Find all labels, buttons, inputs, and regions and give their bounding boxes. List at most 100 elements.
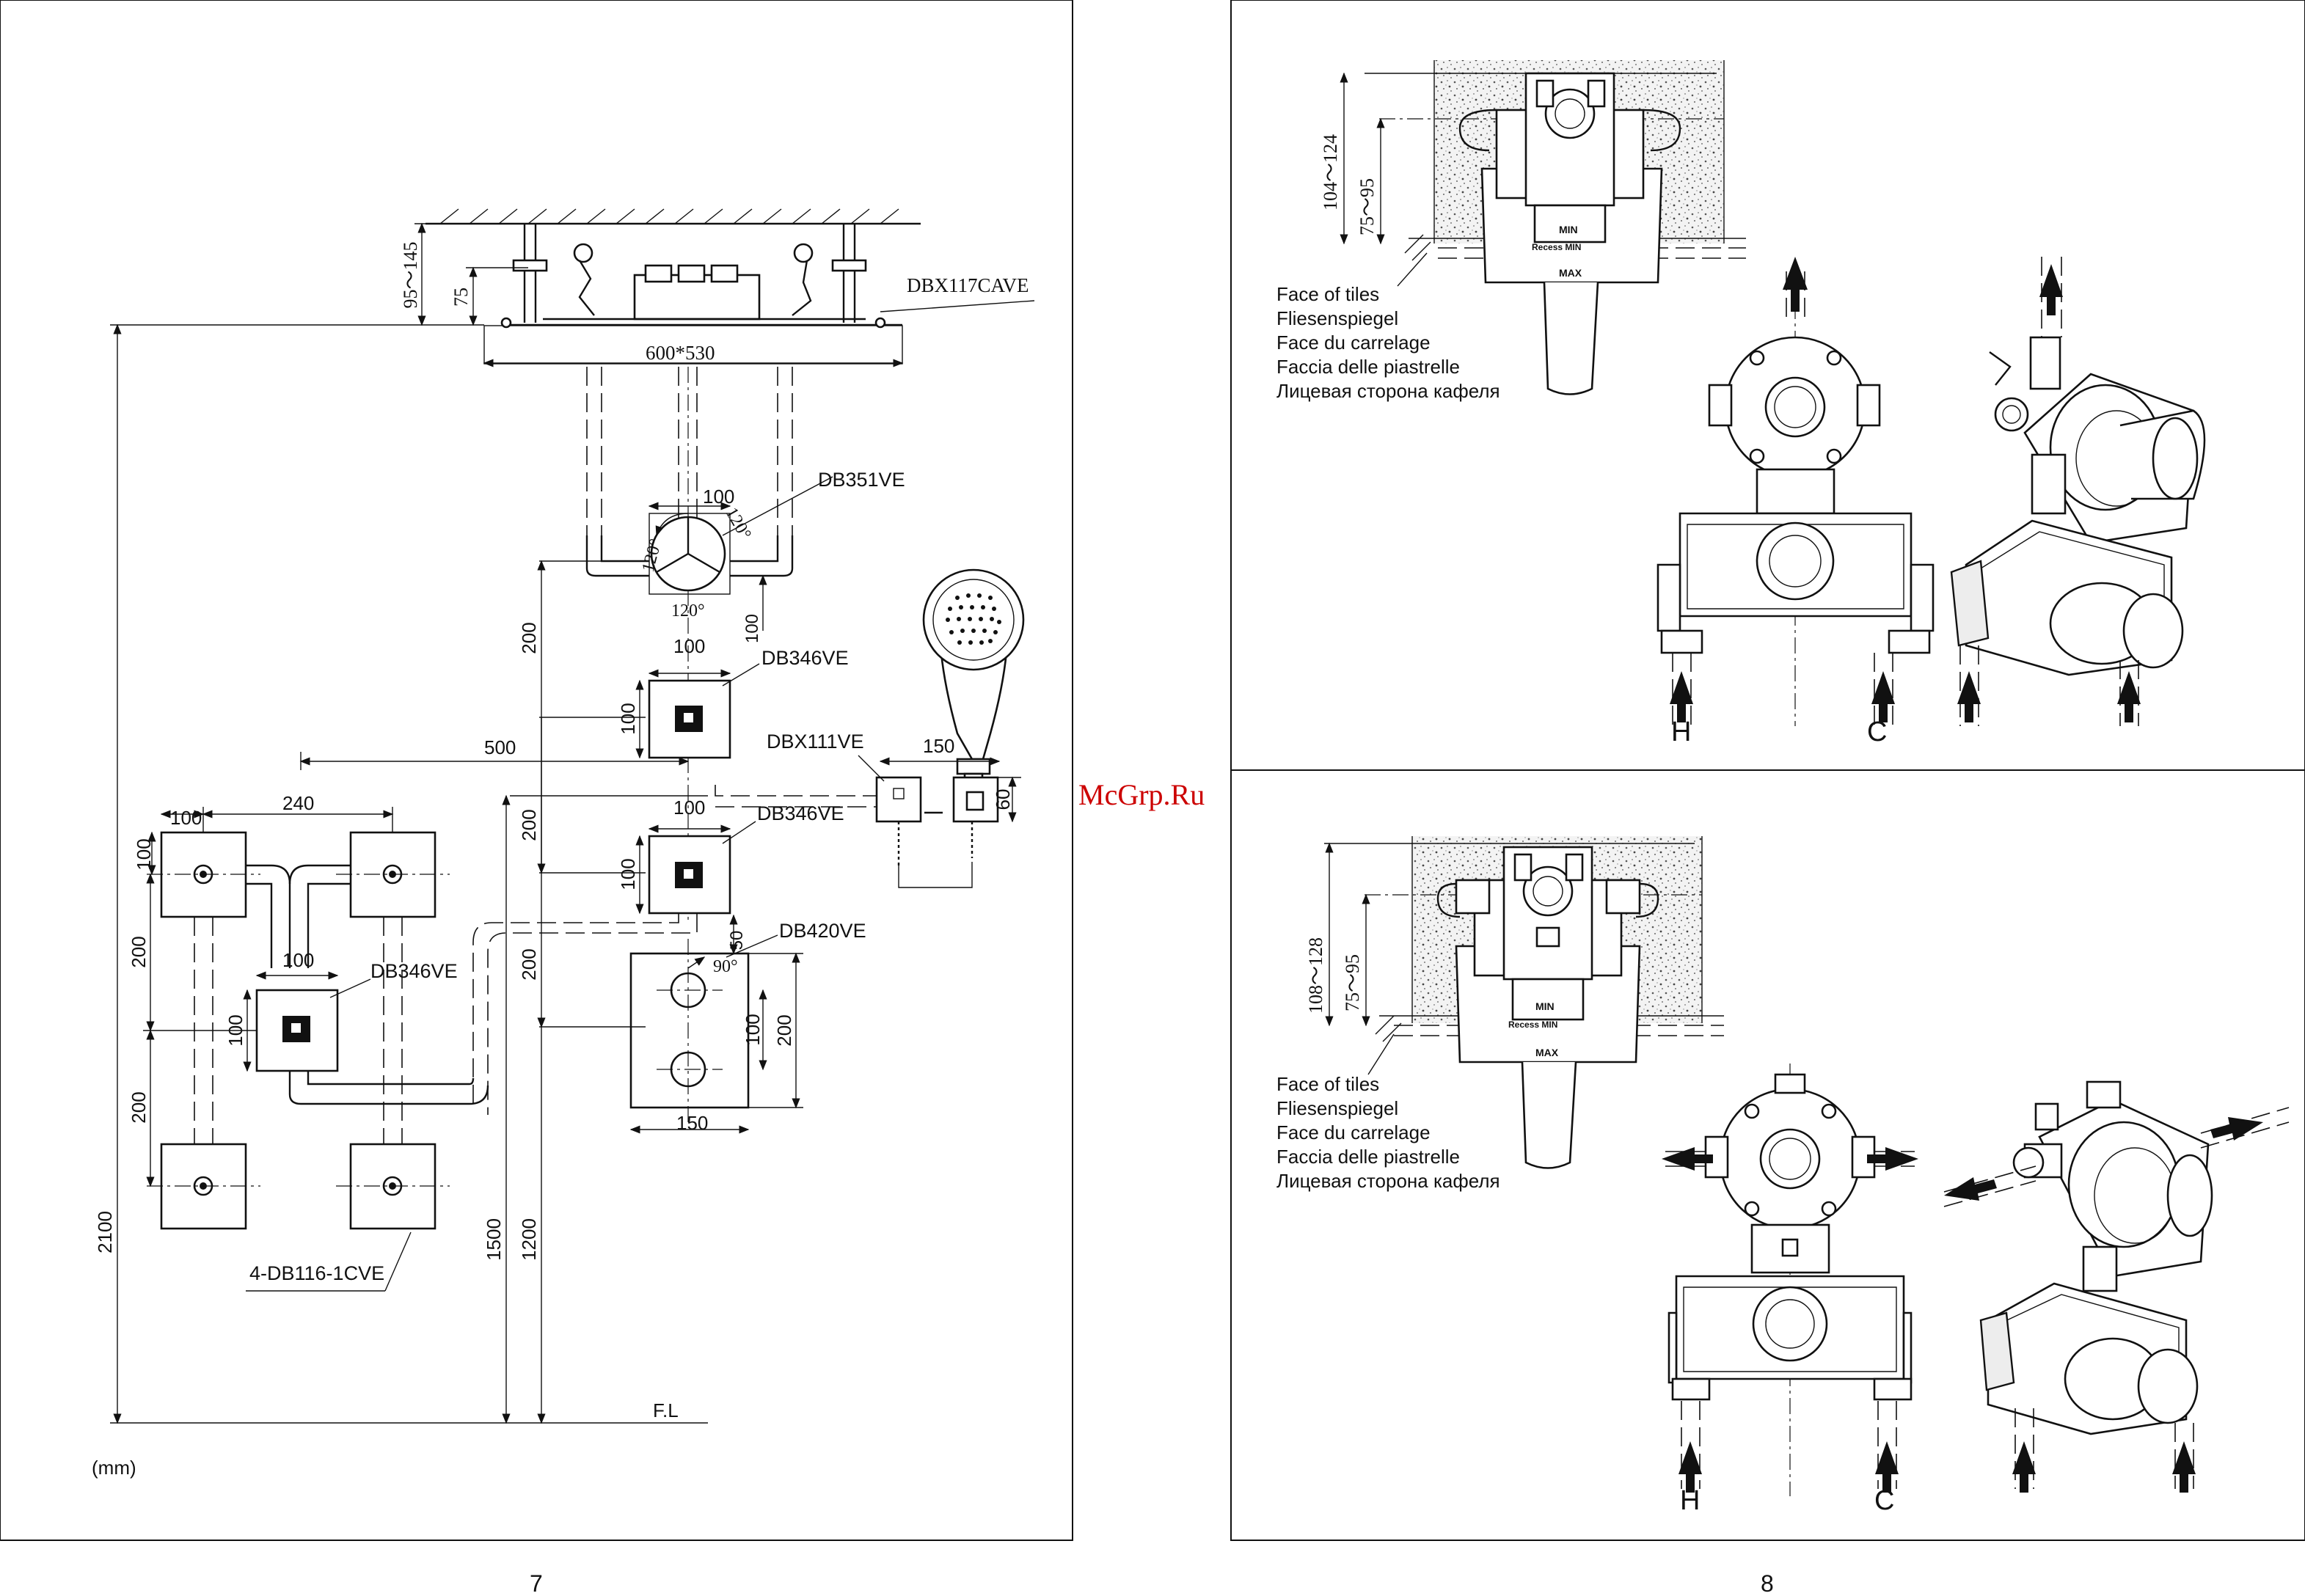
tile-label-it: Faccia delle piastrelle <box>1276 1146 1460 1168</box>
diverter-offset-value: 100 <box>742 614 762 643</box>
hand-arm-value: 150 <box>923 735 954 757</box>
left-valve-width-value: 100 <box>282 949 314 971</box>
middle-valve-spacing-value: 200 <box>518 809 540 841</box>
thermostat: 50 90° DB420VE 100 200 150 200 <box>518 873 866 1134</box>
bottom-min-mark: MIN <box>1535 1000 1555 1012</box>
panel-size-value: 600*530 <box>646 342 715 364</box>
bottom-hot-label: H <box>1680 1485 1700 1516</box>
body-jets-part-number: 4-DB116-1CVE <box>249 1262 384 1284</box>
body-jets-group: 100 240 100 200 200 <box>128 792 450 1230</box>
arrow-up-icon <box>1957 671 1981 722</box>
label-body-jets: 4-DB116-1CVE <box>246 1231 412 1292</box>
tile-label-ru: Лицевая сторона кафеля <box>1276 380 1500 402</box>
page-number-right: 8 <box>1761 1570 1774 1596</box>
page-number-left: 7 <box>530 1570 543 1596</box>
arrow-up-icon <box>1678 1441 1702 1493</box>
thermo-height-value: 200 <box>773 1014 795 1046</box>
middle-valve-height-value: 100 <box>617 858 639 890</box>
jet-nozzle-icon <box>193 864 403 1196</box>
upper-valve-width-value: 100 <box>673 635 705 657</box>
top-max-mark: MAX <box>1559 267 1582 279</box>
tile-labels-top: Face of tiles Fliesenspiegel Face du car… <box>1276 252 1500 402</box>
angle-b-value: 120° <box>721 505 754 543</box>
rough-in-bottom: MIN Recess MIN MAX 108～128 75～95 <box>1305 836 1724 1169</box>
bottom-max-mark: MAX <box>1535 1047 1559 1058</box>
bottom-min-depth: 75～95 <box>1342 954 1363 1011</box>
valve-front-view-top: H C <box>1656 257 1935 747</box>
tile-label-en: Face of tiles <box>1276 283 1379 305</box>
ceiling <box>425 208 921 225</box>
valve-front-view-bottom: H C <box>1662 1064 1918 1516</box>
arrow-up-icon <box>1875 1441 1899 1493</box>
dim-ceiling-gap: 95～145 75 <box>400 222 528 326</box>
thermo-inner-value: 100 <box>742 1014 764 1045</box>
arrow-up-icon <box>2117 671 2141 722</box>
hand-shower-supply <box>510 785 877 808</box>
tile-label-fr: Face du carrelage <box>1276 1121 1431 1143</box>
thermo-angle-value: 90° <box>713 957 738 976</box>
thermo-spacing-value: 200 <box>518 948 540 980</box>
floor-line-label: F.L <box>653 1399 679 1421</box>
arrow-left-icon <box>1662 1147 1713 1171</box>
bottom-cold-label: C <box>1874 1485 1894 1516</box>
hand-drop-value: 60 <box>992 789 1014 810</box>
jet-row-a-value: 200 <box>128 936 150 967</box>
tile-label-ru: Лицевая сторона кафеля <box>1276 1170 1500 1192</box>
hand-shower-assembly: 150 60 DBX111VE <box>767 568 1025 888</box>
thermo-offset-value: 50 <box>727 931 747 951</box>
valve-spacing-value: 200 <box>518 622 540 654</box>
tile-label-en: Face of tiles <box>1276 1073 1379 1095</box>
top-min-depth: 75～95 <box>1356 178 1378 235</box>
top-min-mark: MIN <box>1559 224 1578 235</box>
jets-supply-pipe <box>472 913 698 1115</box>
total-height-value: 2100 <box>94 1211 116 1253</box>
arrow-right-icon <box>1867 1147 1918 1171</box>
middle-valve-part-number: DB346VE <box>757 802 844 824</box>
ceiling-gap-value: 95～145 <box>400 241 421 308</box>
jet-row-b-value: 200 <box>128 1091 150 1123</box>
diverter-assembly: 100 120° 120° 120° 100 DB351VE <box>585 469 905 643</box>
right-page <box>1230 0 2305 1541</box>
tile-label-fr: Face du carrelage <box>1276 332 1431 354</box>
label-overhead: DBX117CAVE <box>880 274 1035 312</box>
arrow-up-icon <box>2039 264 2063 315</box>
thermo-width-value: 150 <box>676 1112 708 1134</box>
top-hot-label: H <box>1671 717 1691 747</box>
arrow-left-icon <box>1944 1177 1997 1201</box>
top-recess-mark: Recess MIN <box>1532 242 1581 252</box>
diverter-part-number: DB351VE <box>818 469 905 491</box>
thermostat-part-number: DB420VE <box>779 920 866 942</box>
dim-to-jets: 500 <box>299 736 690 770</box>
upper-valve-part-number: DB346VE <box>761 647 849 669</box>
jet-height-value: 100 <box>133 838 155 870</box>
units-label: (mm) <box>92 1457 136 1479</box>
thermo-level-value: 1200 <box>518 1218 540 1261</box>
valve-left: 100 100 DB346VE <box>224 949 489 1105</box>
dim-heights: 2100 1500 1200 F.L <box>94 323 708 1424</box>
valve-middle: 100 200 100 DB346VE <box>518 717 844 915</box>
arrow-up-icon <box>2012 1441 2036 1493</box>
rough-in-top: MIN Recess MIN MAX 104～124 75～95 <box>1320 60 1746 395</box>
tile-labels-bottom: Face of tiles Fliesenspiegel Face du car… <box>1276 1033 1500 1192</box>
tile-label-de: Fliesenspiegel <box>1276 307 1398 329</box>
arrow-up-icon <box>1871 671 1895 722</box>
jet-width-value: 100 <box>170 807 202 829</box>
arrow-up-icon <box>2172 1441 2196 1493</box>
left-valve-part-number: DB346VE <box>370 960 458 982</box>
valve-height-value: 1500 <box>483 1218 505 1261</box>
middle-valve-width-value: 100 <box>673 797 705 819</box>
ceiling-supply-pipes <box>586 367 793 924</box>
top-cold-label: C <box>1867 717 1887 747</box>
bottom-recess-mark: Recess MIN <box>1508 1020 1557 1030</box>
tile-label-it: Faccia delle piastrelle <box>1276 356 1460 378</box>
to-jets-value: 500 <box>484 736 516 758</box>
top-depth-range: 104～124 <box>1320 134 1341 211</box>
tile-label-de: Fliesenspiegel <box>1276 1097 1398 1119</box>
valve-iso-view-bottom <box>1943 1080 2290 1493</box>
dim-panel-size: 600*530 <box>483 342 904 367</box>
arrow-right-icon <box>2210 1117 2263 1141</box>
watermark: McGrp.Ru <box>1078 778 1205 811</box>
overhead-part-number: DBX117CAVE <box>907 274 1029 296</box>
dim-valve-spacing-left: 200 <box>518 560 646 874</box>
